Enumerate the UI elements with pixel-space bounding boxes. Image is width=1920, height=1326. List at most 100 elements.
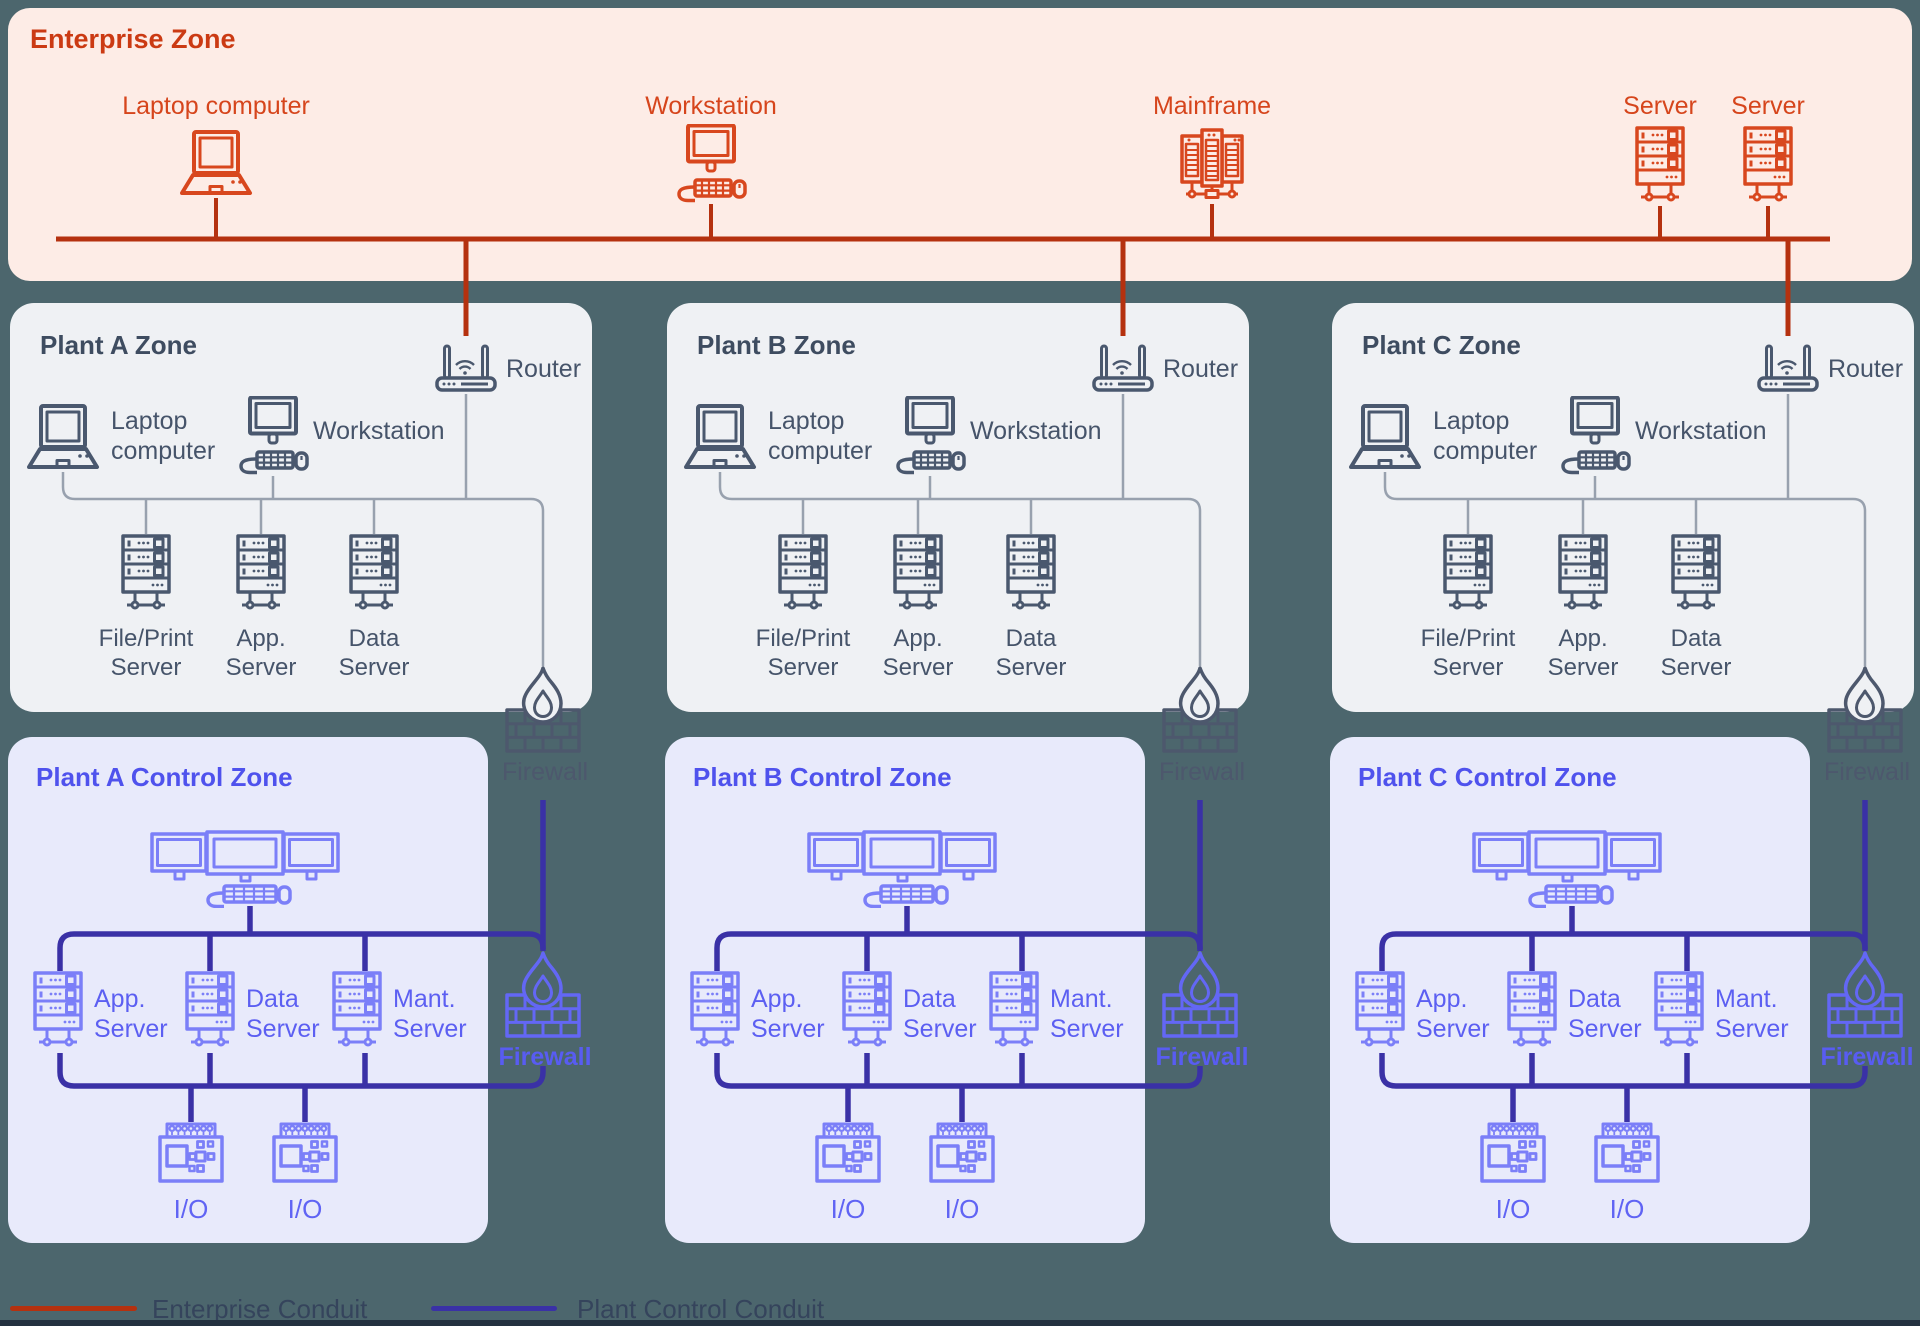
hmi-workstation-icon (1472, 830, 1662, 908)
io-module-icon (929, 1122, 995, 1184)
workstation-label: Workstation (1635, 417, 1767, 445)
router-icon (1757, 342, 1819, 394)
firewall-label: Firewall (1820, 1043, 1914, 1071)
hmi-workstation-icon (150, 830, 340, 908)
enterprise-server-label: Server (1623, 92, 1697, 120)
laptop-label: Laptop computer (111, 407, 216, 465)
laptop-icon (1348, 404, 1422, 472)
laptop-icon (683, 404, 757, 472)
server-icon (1742, 126, 1794, 206)
file-print-server-icon (1442, 534, 1494, 614)
data-server-label: Data Server (246, 985, 320, 1043)
file-print-server-icon (777, 534, 829, 614)
enterprise-zone-title: Enterprise Zone (30, 24, 236, 54)
app-server-label: App. Server (882, 625, 954, 681)
bottom-bar (0, 1320, 1920, 1326)
firewall-icon (505, 951, 581, 1039)
data-server-icon (348, 534, 400, 614)
app-server-icon (1354, 971, 1406, 1051)
app-server-label: App. Server (1547, 625, 1619, 681)
laptop-icon (26, 404, 100, 472)
workstation-icon (1559, 396, 1631, 476)
io-module-icon (272, 1122, 338, 1184)
legend-enterprise-conduit-label: Enterprise Conduit (152, 1294, 368, 1324)
data-server-label: Data Server (1660, 625, 1732, 681)
app-server-icon (892, 534, 944, 614)
mant-server-icon (331, 971, 383, 1051)
mant-server-icon (1653, 971, 1705, 1051)
plant-zone-title: Plant B Zone (697, 330, 856, 360)
router-label: Router (1828, 355, 1904, 383)
firewall-icon (1162, 666, 1238, 754)
data-server-icon (841, 971, 893, 1051)
legend-enterprise-conduit-swatch (10, 1306, 137, 1311)
mainframe-icon (1174, 128, 1250, 204)
io-module-icon (158, 1122, 224, 1184)
firewall-icon (1827, 951, 1903, 1039)
io-module-icon (815, 1122, 881, 1184)
mant-server-label: Mant. Server (1715, 985, 1789, 1043)
io-module-icon (1594, 1122, 1660, 1184)
app-server-icon (689, 971, 741, 1051)
file-print-server-label: File/Print Server (98, 625, 194, 681)
data-server-icon (1005, 534, 1057, 614)
io-label: I/O (1495, 1194, 1531, 1224)
laptop-label: Laptop computer (1433, 407, 1538, 465)
plant-zone-title: Plant A Zone (40, 330, 197, 360)
server-icon (1634, 126, 1686, 206)
firewall-label: Firewall (1155, 1043, 1249, 1071)
workstation-label: Workstation (970, 417, 1102, 445)
io-module-icon (1480, 1122, 1546, 1184)
enterprise-workstation-label: Workstation (645, 92, 777, 120)
io-label: I/O (287, 1194, 323, 1224)
legend-plant-control-conduit-swatch (431, 1306, 557, 1311)
plant-column: Plant A Zone Router Laptop computer Work… (8, 0, 628, 1326)
file-print-server-label: File/Print Server (755, 625, 851, 681)
io-label: I/O (1609, 1194, 1645, 1224)
data-server-label: Data Server (995, 625, 1067, 681)
io-label: I/O (173, 1194, 209, 1224)
app-server-label: App. Server (225, 625, 297, 681)
plant-control-zone-title: Plant C Control Zone (1358, 762, 1617, 792)
plant-control-zone-title: Plant A Control Zone (36, 762, 293, 792)
app-server-label: App. Server (94, 985, 168, 1043)
data-server-icon (1670, 534, 1722, 614)
router-label: Router (1163, 355, 1239, 383)
io-label: I/O (830, 1194, 866, 1224)
plant-control-zone-title: Plant B Control Zone (693, 762, 952, 792)
app-server-icon (235, 534, 287, 614)
mant-server-label: Mant. Server (1050, 985, 1124, 1043)
io-label: I/O (944, 1194, 980, 1224)
enterprise-laptop-label: Laptop computer (122, 92, 310, 120)
firewall-label: Firewall (1158, 758, 1246, 786)
legend-plant-control-conduit-label: Plant Control Conduit (577, 1294, 825, 1324)
firewall-icon (1827, 666, 1903, 754)
app-server-icon (32, 971, 84, 1051)
data-server-label: Data Server (1568, 985, 1642, 1043)
data-server-icon (184, 971, 236, 1051)
laptop-icon (179, 130, 253, 198)
app-server-label: App. Server (751, 985, 825, 1043)
data-server-label: Data Server (338, 625, 410, 681)
laptop-label: Laptop computer (768, 407, 873, 465)
hmi-workstation-icon (807, 830, 997, 908)
plant-column: Plant C Zone Router Laptop computer Work… (1330, 0, 1920, 1326)
firewall-label: Firewall (498, 1043, 592, 1071)
file-print-server-label: File/Print Server (1420, 625, 1516, 681)
file-print-server-icon (120, 534, 172, 614)
workstation-icon (675, 124, 747, 204)
firewall-icon (505, 666, 581, 754)
router-icon (1092, 342, 1154, 394)
workstation-icon (237, 396, 309, 476)
firewall-label: Firewall (501, 758, 589, 786)
data-server-icon (1506, 971, 1558, 1051)
workstation-icon (894, 396, 966, 476)
router-icon (435, 342, 497, 394)
router-label: Router (506, 355, 582, 383)
enterprise-server-label: Server (1731, 92, 1805, 120)
data-server-label: Data Server (903, 985, 977, 1043)
firewall-icon (1162, 951, 1238, 1039)
app-server-icon (1557, 534, 1609, 614)
app-server-label: App. Server (1416, 985, 1490, 1043)
workstation-label: Workstation (313, 417, 445, 445)
